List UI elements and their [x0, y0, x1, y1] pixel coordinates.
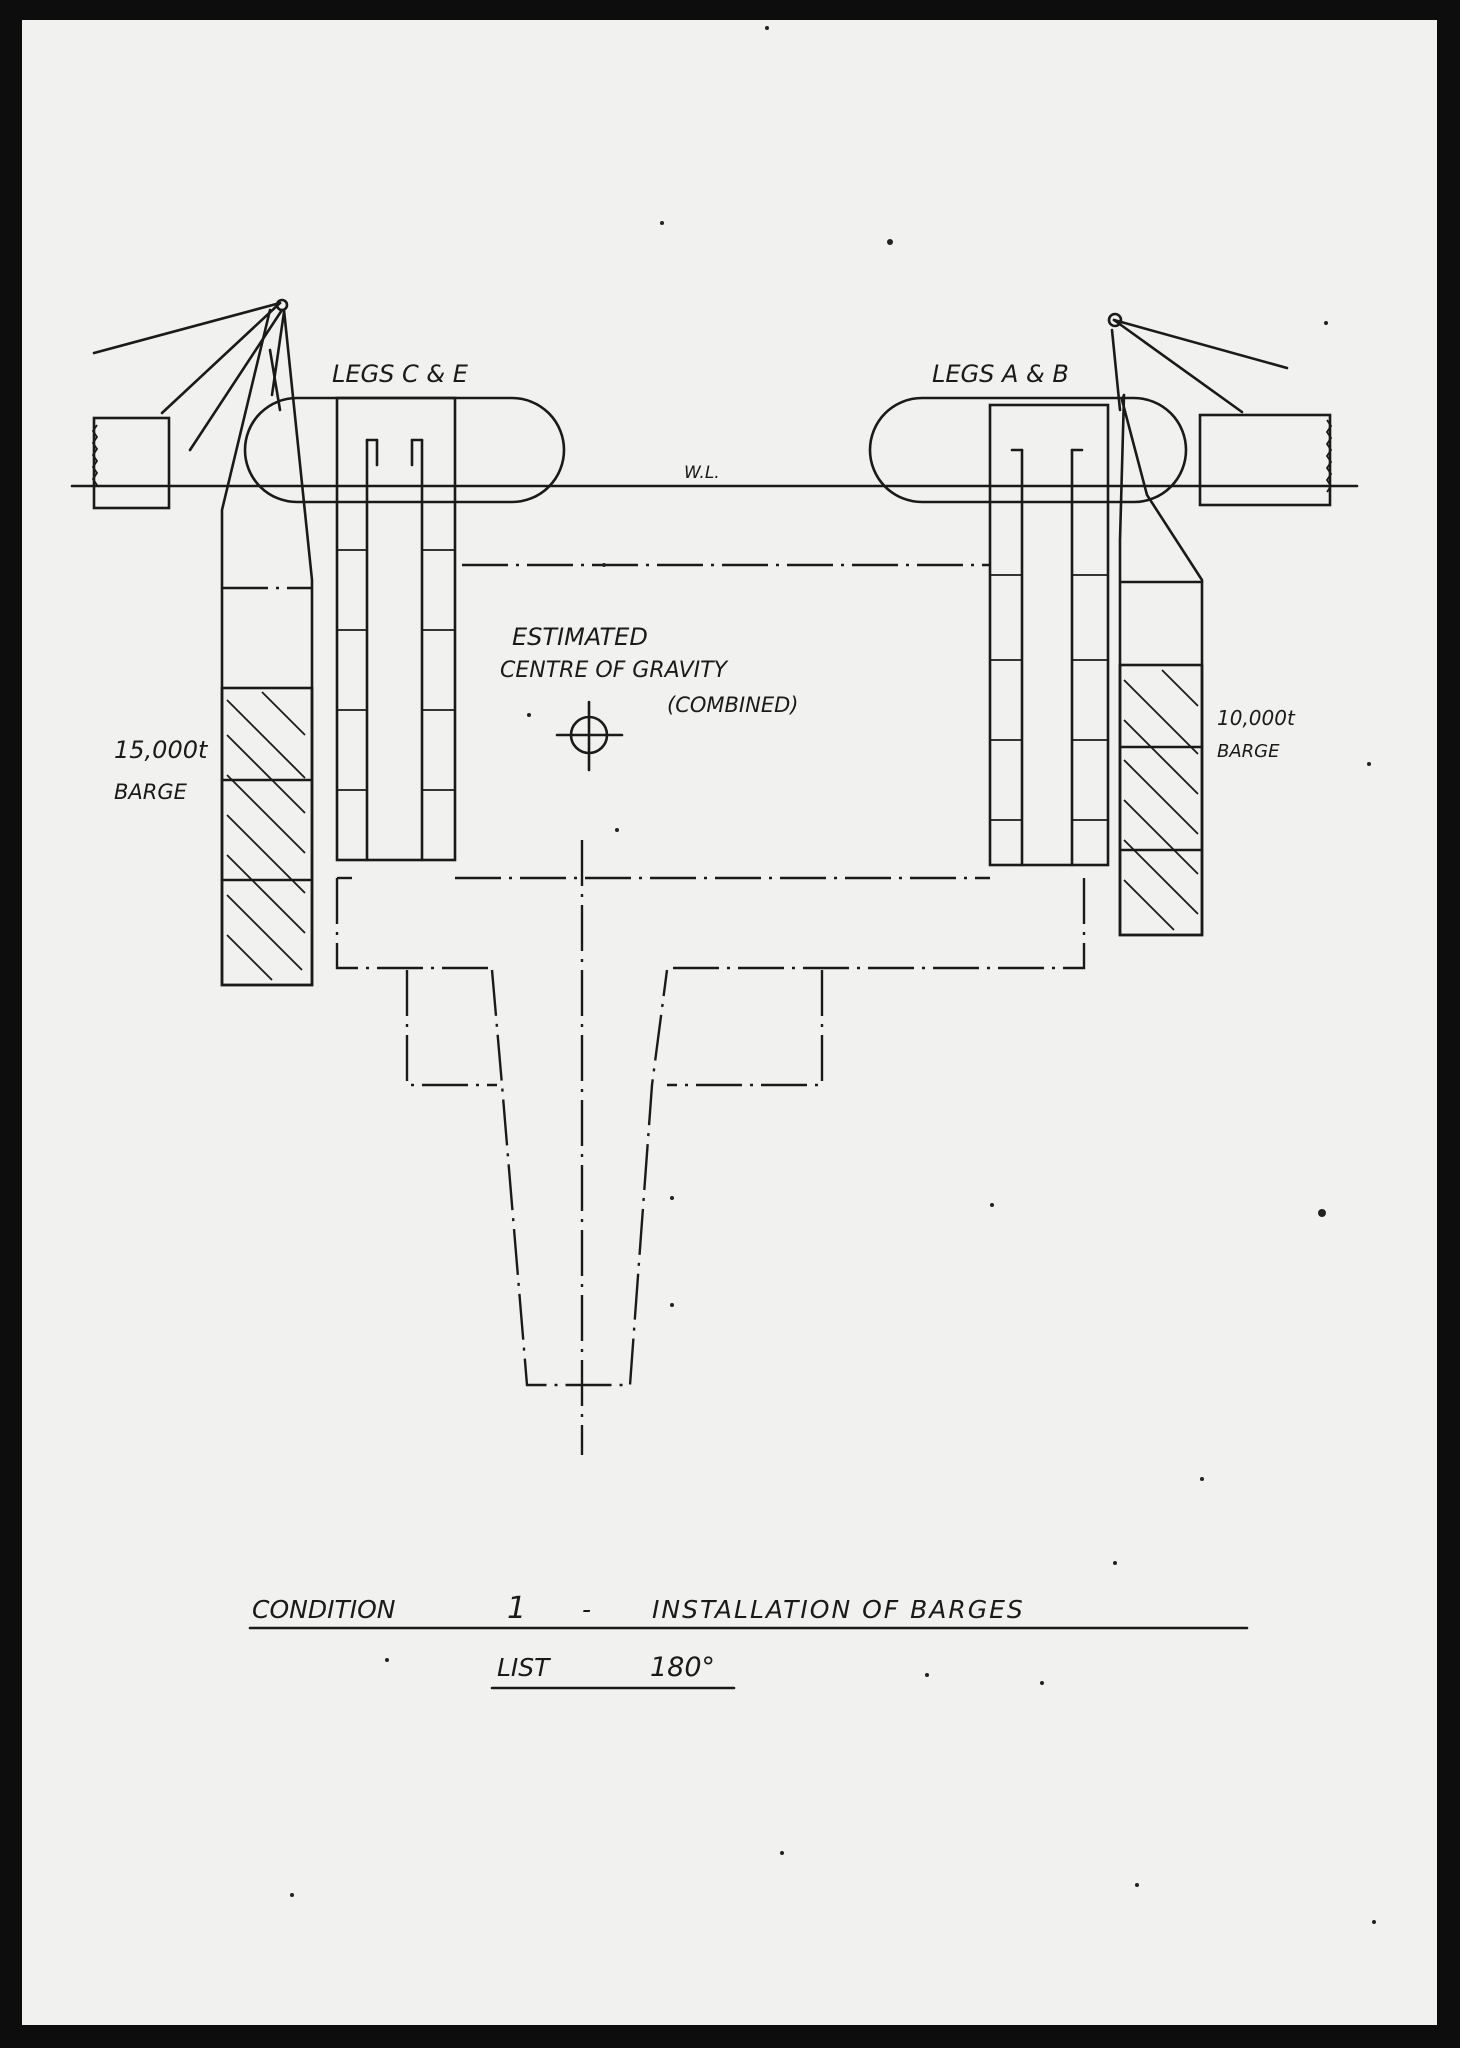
barge-15000t [220, 308, 314, 987]
cg-label-line1: ESTIMATED [512, 623, 648, 651]
jacket-outline [335, 563, 1086, 1455]
barge-right-tonnage: 10,000t [1217, 706, 1296, 730]
right-pontoon [868, 396, 1188, 504]
legs-a-b-label: LEGS A & B [932, 360, 1069, 388]
cg-label-line2: CENTRE OF GRAVITY [500, 658, 729, 683]
legs-c-e [335, 396, 457, 862]
caption-number: 1 [507, 1591, 526, 1626]
barge-right-word: BARGE [1217, 741, 1280, 762]
caption-dash: - [582, 1595, 591, 1624]
scan-specks [290, 26, 1376, 1924]
cg-label-line3: (COMBINED) [667, 693, 798, 717]
legs-c-e-label: LEGS C & E [332, 360, 469, 388]
left-pontoon [243, 396, 566, 504]
caption: CONDITION 1 - INSTALLATION OF BARGES LIS… [248, 1591, 1249, 1690]
caption-title: INSTALLATION OF BARGES [652, 1595, 1025, 1624]
barge-installation-diagram: LEGS C & E LEGS A & B W.L. ESTIMATED CEN… [70, 26, 1376, 1924]
caption-list: LIST [497, 1653, 551, 1682]
caption-condition: CONDITION [252, 1595, 396, 1624]
drawing-sheet: LEGS C & E LEGS A & B W.L. ESTIMATED CEN… [22, 20, 1437, 2025]
right-barge-end [1198, 413, 1333, 507]
barge-left-word: BARGE [114, 780, 188, 804]
left-barge-end [91, 416, 171, 510]
centre-of-gravity-symbol [555, 700, 624, 772]
right-crane [1107, 312, 1289, 414]
barge-10000t [1118, 393, 1204, 937]
left-crane [92, 298, 289, 452]
legs-a-b [988, 403, 1110, 867]
barge-left-tonnage: 15,000t [114, 736, 209, 764]
caption-angle: 180° [650, 1652, 715, 1683]
waterline-label: W.L. [684, 463, 720, 483]
